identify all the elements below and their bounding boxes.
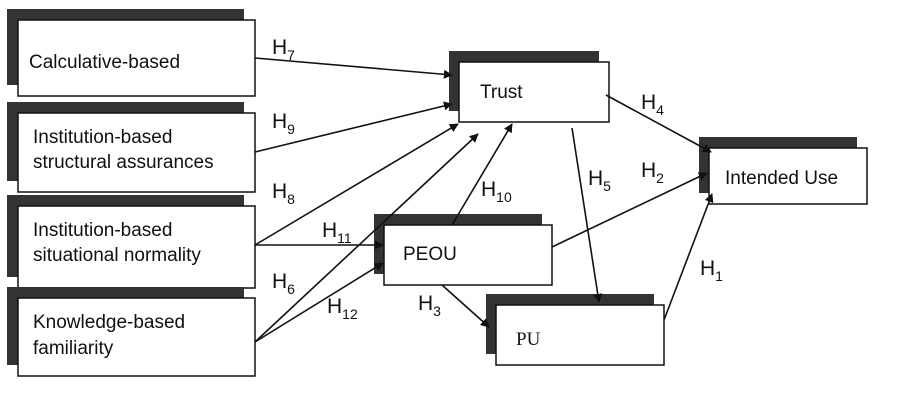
box-trust: Trust bbox=[449, 51, 610, 123]
arrow-h8 bbox=[254, 123, 459, 246]
box-knowledge-familiarity: Knowledge-based familiarity bbox=[7, 287, 256, 377]
label-h6: H6 bbox=[272, 270, 295, 297]
box-knowledge-familiarity-line2: familiarity bbox=[33, 338, 114, 359]
arrow-h4 bbox=[605, 94, 712, 153]
label-h12: H12 bbox=[327, 295, 358, 322]
label-h11: H11 bbox=[322, 219, 352, 246]
label-h9: H9 bbox=[272, 110, 295, 137]
label-h8: H8 bbox=[272, 180, 295, 207]
box-structural-assurances: Institution-based structural assurances bbox=[7, 102, 256, 193]
arrow-h6 bbox=[254, 133, 479, 343]
arrow-h7 bbox=[254, 57, 453, 79]
box-situational-normality-line1: Institution-based bbox=[33, 220, 172, 241]
arrow-h5 bbox=[571, 127, 603, 303]
label-h3: H3 bbox=[418, 292, 441, 319]
box-calculative-based-label: Calculative-based bbox=[29, 52, 180, 73]
box-intended-use: Intended Use bbox=[699, 137, 868, 205]
box-calculative-based: Calculative-based bbox=[7, 9, 256, 97]
box-peou-label: PEOU bbox=[403, 244, 457, 265]
path-arrows bbox=[254, 57, 714, 343]
arrow-h1 bbox=[663, 193, 714, 321]
label-h10: H10 bbox=[481, 178, 512, 205]
arrow-h3 bbox=[441, 284, 490, 328]
box-pu-label: PU bbox=[516, 329, 541, 350]
box-peou: PEOU bbox=[374, 214, 553, 286]
box-intended-use-label: Intended Use bbox=[725, 168, 838, 189]
label-h1: H1 bbox=[700, 257, 723, 284]
label-h5: H5 bbox=[588, 167, 611, 194]
arrow-h10 bbox=[451, 123, 513, 226]
arrow-h2 bbox=[551, 172, 708, 248]
box-knowledge-familiarity-line1: Knowledge-based bbox=[33, 312, 185, 333]
hypothesis-labels: H7 H9 H8 H11 H6 H12 H10 H3 H5 H4 H2 H1 bbox=[272, 36, 723, 322]
arrow-h9 bbox=[254, 101, 453, 153]
box-structural-assurances-line1: Institution-based bbox=[33, 127, 172, 148]
label-h7: H7 bbox=[272, 36, 295, 63]
box-situational-normality-line2: situational normality bbox=[33, 245, 201, 266]
box-structural-assurances-line2: structural assurances bbox=[33, 152, 214, 173]
box-pu: PU bbox=[486, 294, 665, 366]
label-h4: H4 bbox=[641, 91, 664, 118]
label-h2: H2 bbox=[641, 159, 664, 186]
arrow-h12 bbox=[254, 262, 384, 343]
box-situational-normality: Institution-based situational normality bbox=[7, 195, 256, 289]
box-trust-label: Trust bbox=[480, 82, 523, 103]
